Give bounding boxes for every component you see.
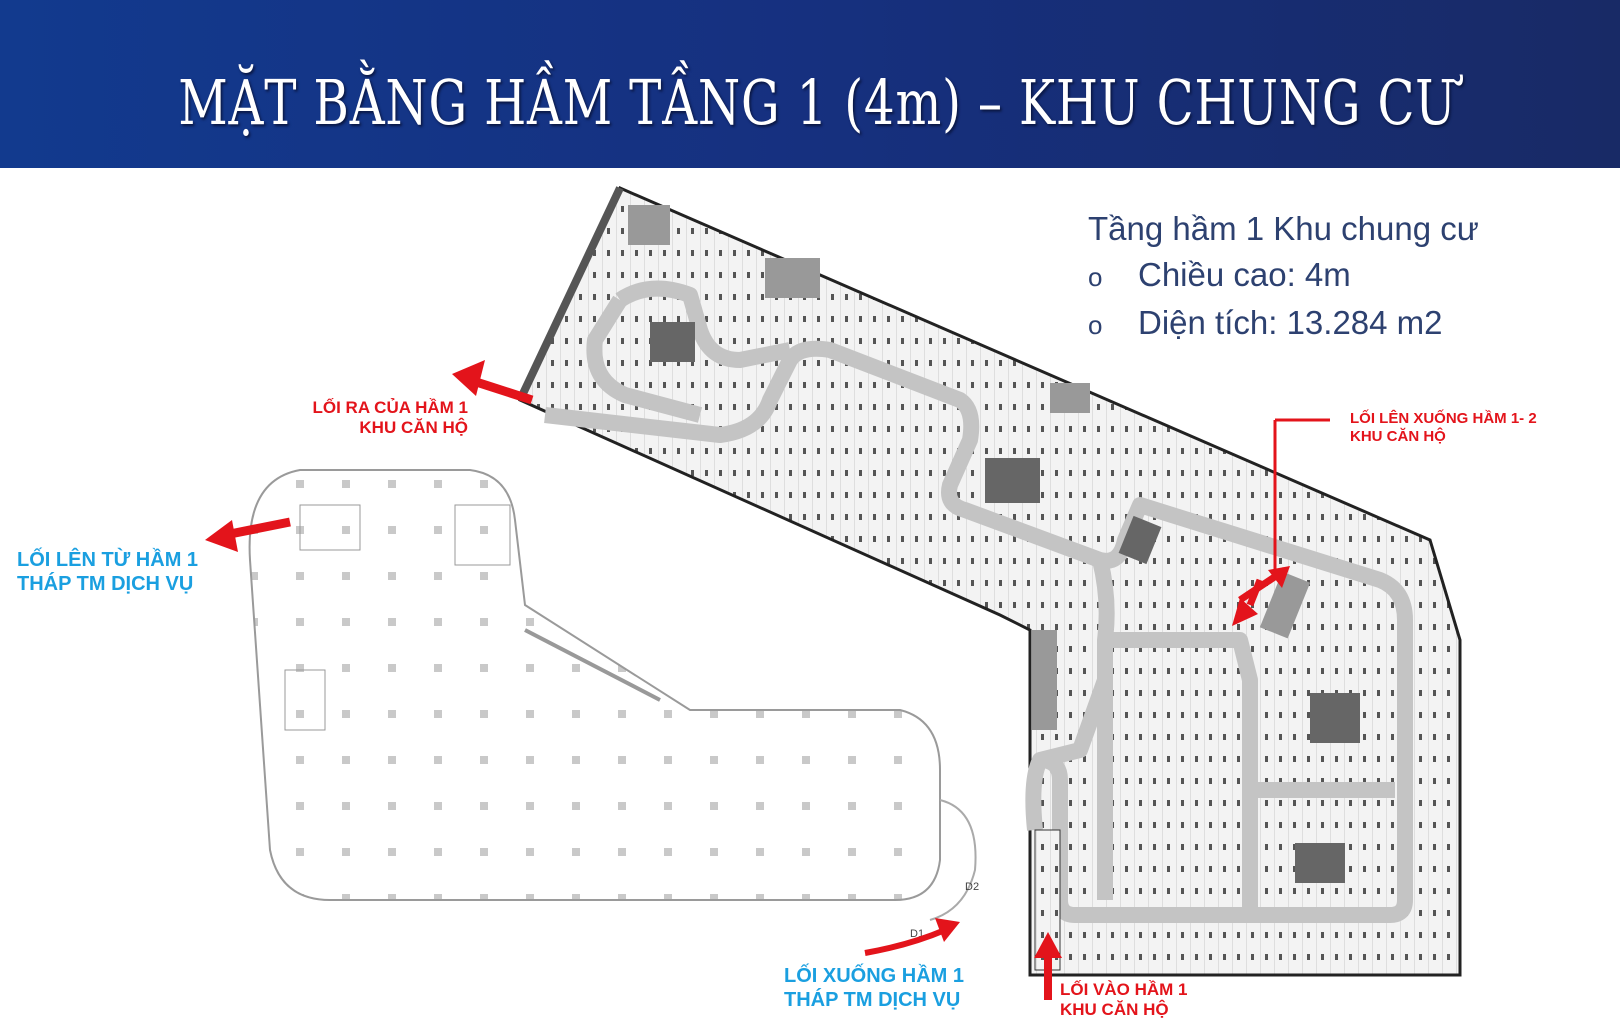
area-text: Diện tích: 13.284 m2 (1138, 304, 1443, 341)
ramp-arrow (1232, 566, 1290, 626)
info-heading: Tầng hầm 1 Khu chung cư (1088, 210, 1479, 247)
label-up-tower: LỐI LÊN TỪ HẦM 1 THÁP TM DỊCH VỤ (17, 548, 198, 596)
ramp-leader-line (1273, 418, 1330, 570)
label-line: THÁP TM DỊCH VỤ (17, 573, 194, 595)
label-line: LỐI RA CỦA HẦM 1 (312, 398, 468, 417)
down-tower-arrow (864, 918, 960, 956)
header-banner: MẶT BẰNG HẦM TẦNG 1 (4m) – KHU CHUNG CƯ (0, 0, 1620, 168)
label-entry-l1: LỐI VÀO HẦM 1 KHU CĂN HỘ (1060, 980, 1188, 1020)
info-item: o Chiều cao: 4m (1088, 252, 1479, 300)
exit-arrow (452, 360, 534, 405)
bullet-icon: o (1088, 262, 1103, 292)
label-line: LỐI VÀO HẦM 1 (1060, 980, 1188, 999)
height-text: Chiều cao: 4m (1138, 256, 1351, 293)
label-line: KHU CĂN HỘ (359, 418, 468, 437)
page-title: MẶT BẰNG HẦM TẦNG 1 (4m) – KHU CHUNG CƯ (178, 66, 1457, 139)
d2-mark: D2 (965, 881, 979, 893)
label-line: KHU CĂN HỘ (1350, 428, 1446, 445)
driveway (544, 280, 1413, 923)
apartment-basement-plan (516, 186, 1462, 977)
up-tower-arrow (205, 517, 291, 552)
label-down-tower: LỐI XUỐNG HẦM 1 THÁP TM DỊCH VỤ (784, 964, 964, 1012)
stair-cores (628, 205, 1360, 883)
label-line: LỐI LÊN TỪ HẦM 1 (17, 549, 199, 571)
label-line: THÁP TM DỊCH VỤ (784, 989, 961, 1011)
label-line: LỐI LÊN XUỐNG HẦM 1- 2 (1350, 410, 1537, 427)
info-box: Tầng hầm 1 Khu chung cư o Chiều cao: 4m o… (1088, 206, 1479, 348)
bullet-icon: o (1088, 310, 1103, 340)
label-line: KHU CĂN HỘ (1060, 1000, 1169, 1019)
label-line: LỐI XUỐNG HẦM 1 (784, 965, 965, 987)
direction-arrows (205, 360, 1330, 1000)
entry-arrow (1034, 932, 1062, 1000)
label-ramp-l1-l2: LỐI LÊN XUỐNG HẦM 1- 2 KHU CĂN HỘ (1350, 410, 1537, 446)
label-exit-l1: LỐI RA CỦA HẦM 1 KHU CĂN HỘ (290, 398, 468, 438)
info-item: o Diện tích: 13.284 m2 (1088, 300, 1479, 348)
